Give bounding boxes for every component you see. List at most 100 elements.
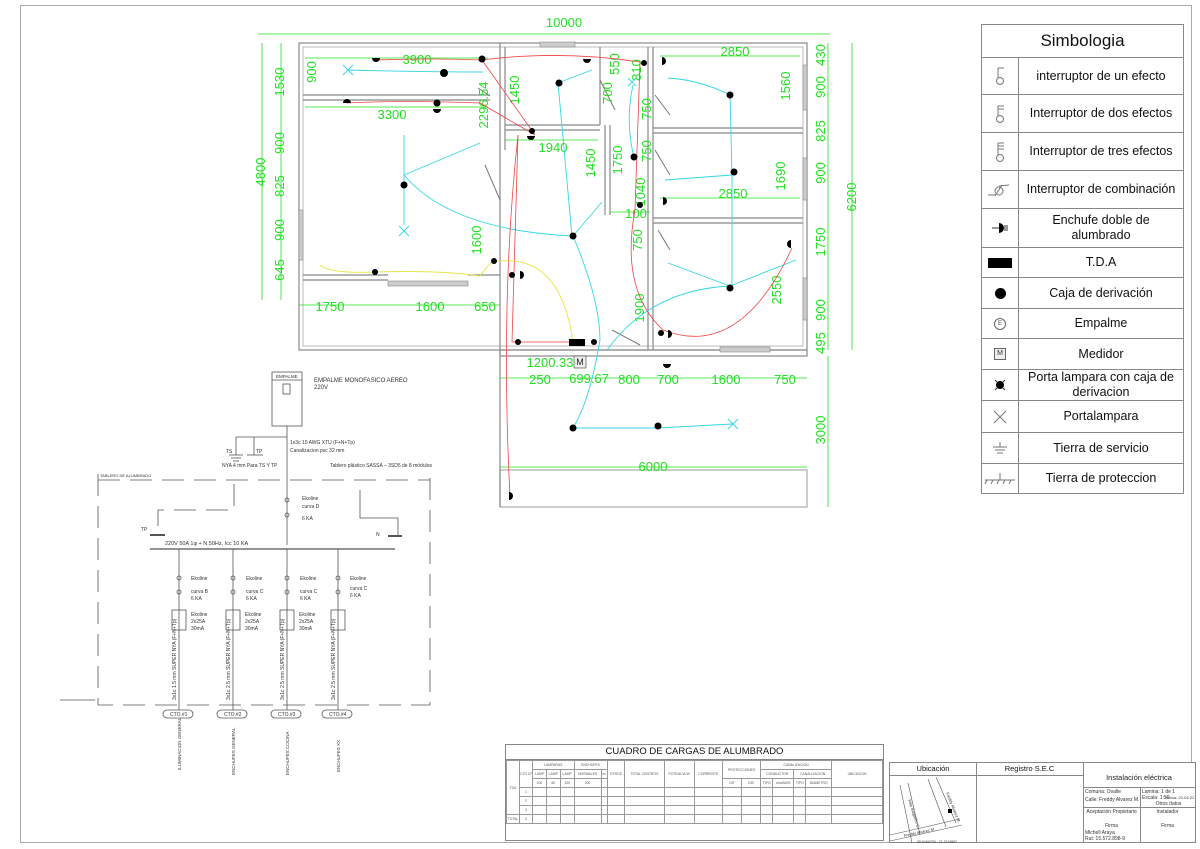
- svg-text:1530: 1530: [272, 68, 287, 97]
- svg-text:Freddy Alvarez M.: Freddy Alvarez M.: [903, 826, 936, 838]
- svg-text:3x1c 2.5 mm SUPER NYA (F+N+Tp): 3x1c 2.5 mm SUPER NYA (F+N+Tp): [280, 618, 286, 700]
- svg-text:495: 495: [813, 332, 828, 354]
- installer-signature: Firma: [1161, 823, 1174, 829]
- svg-text:Freddy Alvarez M.: Freddy Alvarez M.: [945, 792, 962, 824]
- registry-cell: Registro S.E.C: [976, 763, 1084, 842]
- svg-text:900: 900: [813, 299, 828, 321]
- legend-row: Enchufe doble de alumbrado: [982, 209, 1183, 248]
- svg-text:750: 750: [639, 140, 654, 162]
- svg-text:800: 800: [618, 372, 640, 387]
- svg-text:Ekoline: Ekoline: [300, 576, 317, 582]
- legend-row: T.D.A: [982, 248, 1183, 278]
- svg-text:1750: 1750: [316, 299, 345, 314]
- svg-text:curva C: curva C: [300, 589, 318, 595]
- svg-text:1450: 1450: [507, 76, 522, 105]
- legend-label: Caja de derivación: [1049, 285, 1153, 300]
- junction-box-icon: [994, 287, 1006, 299]
- legend-row: M Medidor: [982, 339, 1183, 370]
- switch-double-icon: [996, 105, 1004, 123]
- svg-text:2x25A: 2x25A: [191, 619, 206, 625]
- svg-text:6200: 6200: [844, 183, 859, 212]
- svg-text:3x1c 2.5 mm SUPER NYA (F+N+Tp): 3x1c 2.5 mm SUPER NYA (F+N+Tp): [331, 618, 337, 700]
- svg-text:1040: 1040: [633, 178, 648, 207]
- calle: Calle: Freddy Alvarez M.: [1085, 797, 1140, 803]
- legend-row: E Empalme: [982, 309, 1183, 339]
- svg-text:Ekoline: Ekoline: [350, 576, 367, 582]
- svg-text:825: 825: [272, 175, 287, 197]
- svg-text:-30.6160700, -71.2113957: -30.6160700, -71.2113957: [916, 840, 957, 843]
- legend-table: Simbologia interruptor de un efecto Inte…: [981, 24, 1184, 494]
- svg-text:1940: 1940: [539, 140, 568, 155]
- svg-text:Ekoline: Ekoline: [191, 576, 208, 582]
- svg-text:1x3c 10 AWG XTU (F+N+Tp): 1x3c 10 AWG XTU (F+N+Tp): [290, 440, 355, 446]
- owner-signature: Firma: [1105, 823, 1118, 829]
- svg-text:6 KA: 6 KA: [300, 596, 312, 602]
- svg-text:Canalizacion pvc 32 mm: Canalizacion pvc 32 mm: [290, 448, 344, 454]
- svg-text:430: 430: [813, 44, 828, 66]
- legend-label: Portalampara: [1063, 409, 1139, 423]
- legend-label: interruptor de un efecto: [1036, 68, 1166, 83]
- svg-text:1450: 1450: [583, 149, 598, 178]
- windows: [298, 41, 808, 353]
- lamp-holder-box-icon: [994, 379, 1006, 391]
- escala: Escala: 1:50: [1142, 795, 1170, 801]
- tda-panel-icon: [569, 339, 585, 346]
- svg-text:825: 825: [813, 120, 828, 142]
- outlet-symbols: [343, 57, 791, 500]
- svg-text:1900: 1900: [632, 294, 647, 323]
- legend-label: Tierra de proteccion: [1045, 471, 1157, 485]
- doors: [477, 79, 671, 346]
- svg-text:Ekoline: Ekoline: [246, 576, 263, 582]
- svg-text:N: N: [376, 532, 380, 538]
- svg-text:ENCHUFES XX: ENCHUFES XX: [336, 740, 341, 772]
- legend-label: Medidor: [1078, 346, 1124, 361]
- svg-text:6 KA: 6 KA: [302, 516, 314, 522]
- dimension-text: 10000 3900 3300 1940 2850 2850 100 1750 …: [253, 15, 859, 474]
- table-row: 3: [507, 805, 883, 815]
- svg-text:6 KA: 6 KA: [246, 596, 258, 602]
- svg-text:2850: 2850: [719, 186, 748, 201]
- lamp-holder-icon: [993, 410, 1007, 423]
- legend-label: Interruptor de tres efectos: [1029, 144, 1173, 158]
- svg-text:Tablero plástico SASSA – 3SD5: Tablero plástico SASSA – 3SD5 de 8 módul…: [330, 463, 433, 469]
- legend-row: Portalampara: [982, 401, 1183, 433]
- legend-row: Tierra de proteccion: [982, 464, 1183, 493]
- owner-name: Michell Araya: [1085, 830, 1115, 836]
- svg-text:750: 750: [630, 229, 645, 251]
- switch-single-icon: [996, 67, 1004, 85]
- svg-text:220V: 220V: [314, 385, 328, 391]
- svg-text:1750: 1750: [813, 228, 828, 257]
- lamina: Lamina: 1 de 1: [1142, 789, 1176, 795]
- svg-text:TS: TS: [226, 449, 233, 455]
- legend-title: Simbologia: [982, 25, 1183, 58]
- svg-text:TABLERO DE ALUMBRADO: TABLERO DE ALUMBRADO: [100, 473, 151, 478]
- legend-row: Interruptor de dos efectos: [982, 95, 1183, 133]
- svg-text:M: M: [576, 357, 584, 367]
- svg-text:2x25A: 2x25A: [245, 619, 260, 625]
- single-line-diagram: [60, 371, 431, 719]
- svg-text:Ekoline: Ekoline: [302, 496, 319, 502]
- svg-text:EMPALME MONOFASICO AEREO: EMPALME MONOFASICO AEREO: [314, 378, 408, 384]
- svg-text:curva D: curva D: [302, 504, 320, 510]
- svg-text:1600: 1600: [416, 299, 445, 314]
- svg-text:650: 650: [474, 299, 496, 314]
- legend-row: Interruptor de combinación: [982, 171, 1183, 209]
- svg-text:TP: TP: [256, 449, 263, 455]
- svg-text:curva C: curva C: [350, 586, 368, 592]
- svg-text:900: 900: [304, 61, 319, 83]
- kitchen-circuit: [319, 260, 574, 343]
- svg-text:30mA: 30mA: [299, 626, 313, 632]
- svg-text:3x1c 2.5 mm SUPER NYA (F+N+Tp): 3x1c 2.5 mm SUPER NYA (F+N+Tp): [226, 618, 232, 700]
- svg-text:900: 900: [813, 76, 828, 98]
- svg-text:1750: 1750: [610, 146, 625, 175]
- svg-text:4800: 4800: [253, 158, 268, 187]
- dimension-lines: [258, 33, 853, 507]
- svg-text:2x25A: 2x25A: [299, 619, 314, 625]
- svg-text:220V 50A 1φ + N 50Hz,: 220V 50A 1φ + N 50Hz, Icc 10 KA: [165, 541, 249, 547]
- svg-text:6 KA: 6 KA: [350, 593, 362, 599]
- otros-datos: Otros datos: [1155, 801, 1182, 807]
- svg-text:Ekoline: Ekoline: [245, 612, 262, 618]
- switch-combination-icon: [988, 184, 1010, 196]
